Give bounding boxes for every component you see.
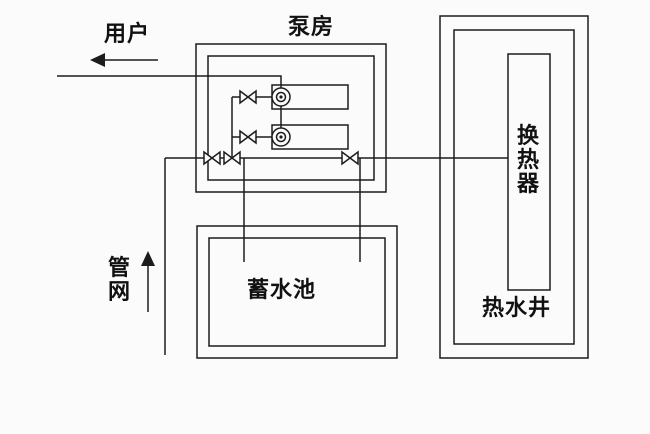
supply-pipe (57, 75, 282, 137)
valves (203, 89, 359, 166)
pipes (57, 75, 508, 355)
pump-icon (271, 87, 291, 107)
pumps (271, 87, 291, 147)
hot-water-well-label: 热水井 (482, 295, 552, 320)
pump-house-box (195, 43, 387, 193)
pipe-network-label: 管网 (107, 255, 130, 304)
valve-icon (239, 129, 257, 145)
valve-icon (341, 150, 359, 166)
valve-icon (223, 150, 241, 166)
heat-exchanger-rect (507, 53, 551, 291)
storage-pool-label: 蓄水池 (247, 277, 317, 302)
to-user-arrow-icon (90, 53, 158, 67)
storage-pool-box (196, 225, 398, 359)
to-network-arrow-icon (141, 251, 155, 312)
valve-icon (203, 150, 221, 166)
hot-water-well-box (439, 15, 589, 359)
user-label: 用户 (104, 21, 151, 46)
valve-icon (239, 89, 257, 105)
heat-exchanger-label: 换热器 (516, 123, 539, 196)
pump-icon (271, 127, 291, 147)
arrows (90, 53, 158, 312)
pump-house-label: 泵房 (288, 14, 335, 39)
